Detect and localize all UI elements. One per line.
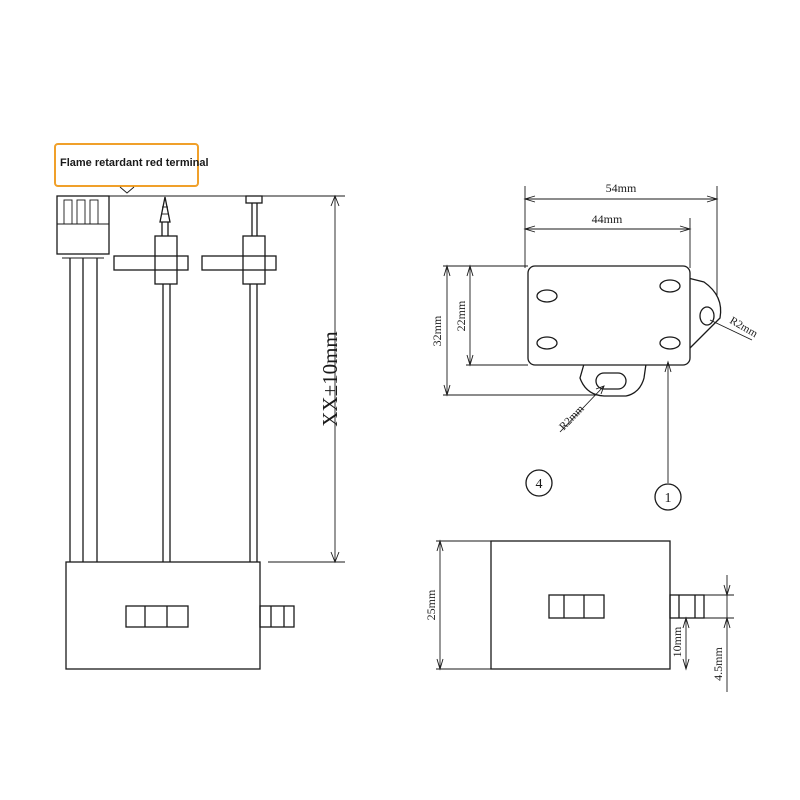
bottom-ear-hole (595, 372, 627, 390)
marker-4-label: 4 (536, 477, 543, 492)
red-terminal-connector (56, 195, 110, 259)
radius-bottom-leader (559, 385, 605, 433)
bottom-mounting-ear (579, 363, 647, 397)
mount-hole-3 (536, 336, 558, 350)
radius-right-leader (709, 319, 753, 341)
tab-height-label: 10mm (670, 626, 684, 657)
mount-hole-4 (659, 336, 681, 350)
left-view: XX±10mm (56, 186, 345, 670)
marker-4-circle (525, 469, 553, 497)
tab-thickness-label: 4.5mm (711, 647, 725, 681)
mount-hole-1 (536, 289, 558, 303)
marker-1-label: 1 (665, 491, 672, 506)
sensor-body-front (65, 561, 295, 670)
length-dimension: XX±10mm (268, 194, 345, 564)
length-dimension-label: XX±10mm (318, 331, 342, 427)
height-outer-label: 32mm (430, 315, 444, 346)
body-height-label: 25mm (424, 589, 438, 620)
terminal-callout-label: Flame retardant red terminal (60, 157, 209, 169)
radius-bottom-label: R2mm (557, 403, 587, 433)
height-inner-label: 22mm (454, 300, 468, 331)
lead-wires (69, 258, 98, 562)
side-tab (669, 594, 705, 619)
side-view: 25mm 10mm 4.5mm (424, 539, 734, 692)
flat-electrode (201, 195, 277, 562)
callout-pointer (119, 186, 135, 194)
right-mounting-ear (687, 277, 722, 352)
width-outer-label: 54mm (606, 181, 637, 195)
mount-hole-2 (659, 279, 681, 293)
terminal-callout-box (54, 143, 199, 187)
sensor-plate (527, 265, 691, 366)
side-terminal-block (548, 594, 605, 619)
plan-view: 54mm 44mm 32mm 22mm R2mm (430, 181, 760, 511)
side-body (490, 540, 671, 670)
right-ear-hole (699, 306, 715, 326)
width-inner-label: 44mm (592, 212, 623, 226)
marker-1-circle (654, 483, 682, 511)
needle-electrode (113, 196, 189, 562)
